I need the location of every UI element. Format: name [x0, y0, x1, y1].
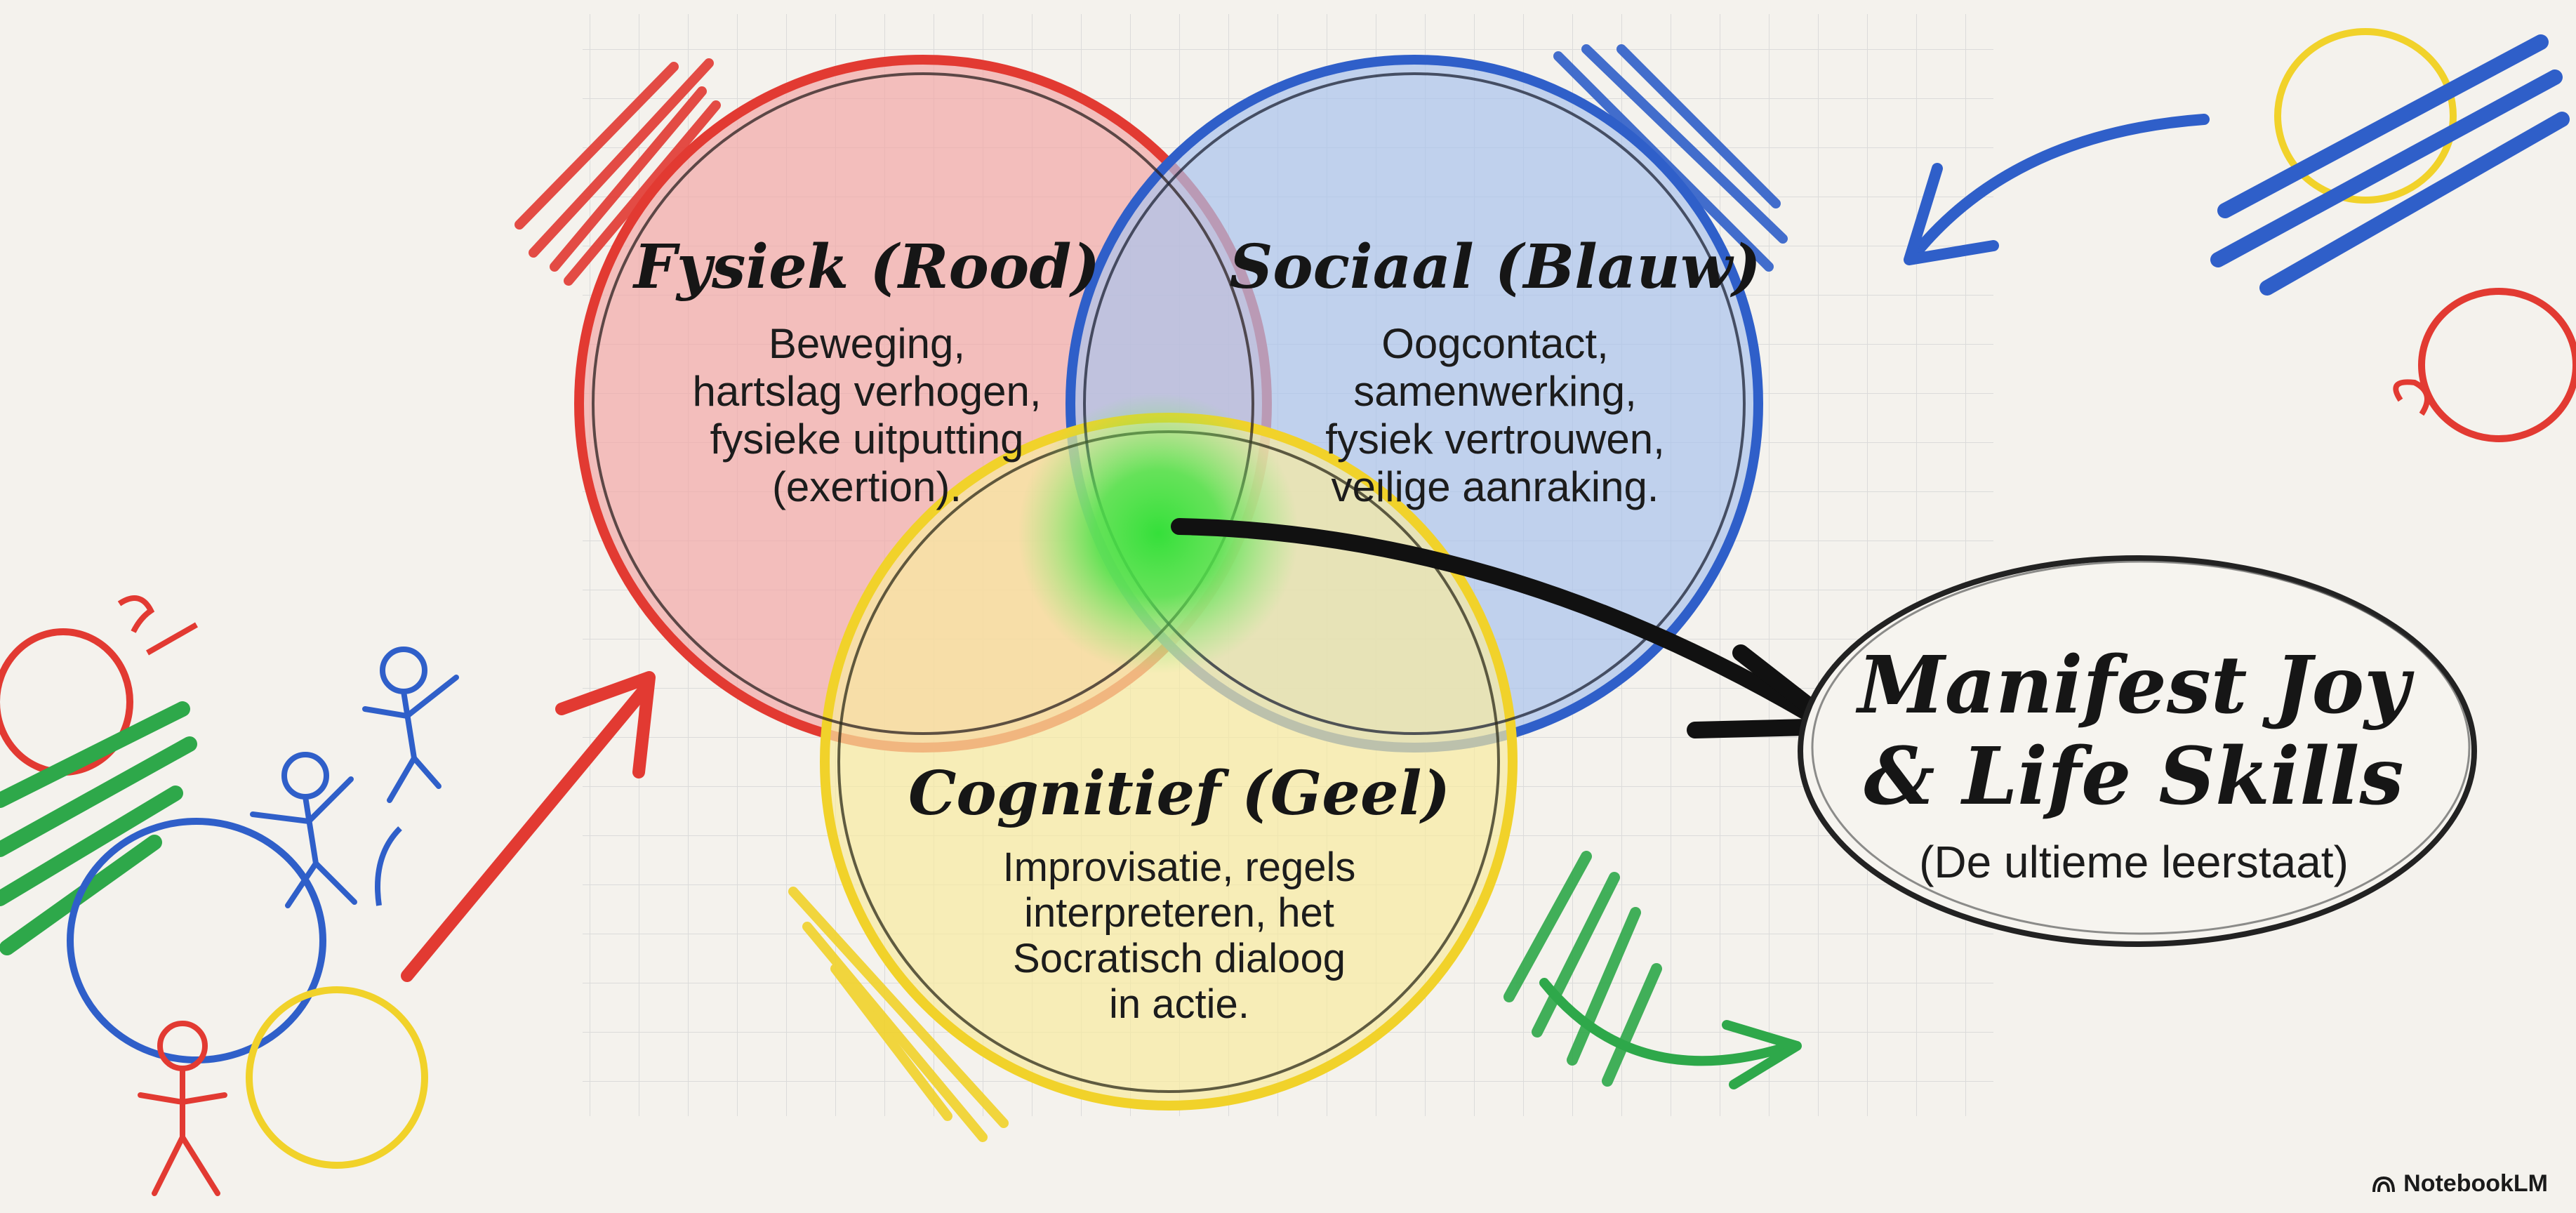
sociaal-line-1: Oogcontact,	[1381, 320, 1609, 367]
center-glow	[1018, 393, 1299, 674]
stick-figure-blue-middle	[250, 752, 357, 908]
sociaal-line-3: fysiek vertrouwen,	[1325, 416, 1665, 463]
fysiek-line-4: (exertion).	[772, 463, 962, 510]
outcome-title-line-2: & Life Skills	[1864, 731, 2403, 823]
brand-label: NotebookLM	[2403, 1170, 2548, 1197]
sociaal-line-4: veilige aanraking.	[1332, 463, 1659, 510]
blue-small-arrow	[375, 826, 402, 906]
outcome-oval	[1798, 555, 2477, 947]
cognitief-line-1: Improvisatie, regels	[1003, 844, 1356, 890]
green-arrow-bottom-right	[1539, 978, 1795, 1066]
fysiek-line-1: Beweging,	[769, 320, 965, 367]
blue-arrowhead	[1904, 163, 1999, 265]
blue-arrow-top-right	[1911, 114, 2210, 258]
red-scribble-top-left	[514, 58, 721, 286]
left-side-doodles	[0, 595, 428, 1169]
stick-figure-blue-top	[362, 647, 459, 803]
cognitief-line-3: Socratisch dialoog	[1013, 936, 1346, 981]
notebooklm-brand: NotebookLM	[2371, 1170, 2548, 1198]
fysiek-line-3: fysieke uitputting	[710, 416, 1024, 463]
venn-diagram	[574, 55, 1763, 1111]
cognitief-line-2: interpreteren, het	[1024, 890, 1334, 936]
notebooklm-logo-icon	[2372, 1176, 2396, 1192]
red-arrow-left	[401, 682, 652, 982]
red-arrowhead	[555, 671, 656, 778]
cognitief-line-4: in actie.	[1109, 981, 1249, 1027]
fysiek-title: Fysiek (Rood)	[632, 232, 1100, 303]
stick-figure-red-bottom	[138, 1021, 227, 1196]
outcome-title-line-1: Manifest Joy	[1855, 639, 2415, 731]
green-scribble-bottom-right	[1503, 851, 1662, 1087]
outcome-arrow	[1171, 518, 1833, 731]
top-right-doodles	[2210, 28, 2576, 442]
outcome-subtitle: (De ultieme leerstaat)	[1919, 837, 2349, 887]
sociaal-title: Sociaal (Blauw)	[1229, 232, 1761, 303]
fysiek-line-2: hartslag verhogen,	[693, 368, 1042, 415]
yellow-scribble-bottom	[788, 887, 1009, 1142]
sociaal-line-2: samenwerking,	[1353, 368, 1637, 415]
green-arrowhead	[1722, 1020, 1802, 1089]
cognitief-title: Cognitief (Geel)	[908, 758, 1450, 829]
